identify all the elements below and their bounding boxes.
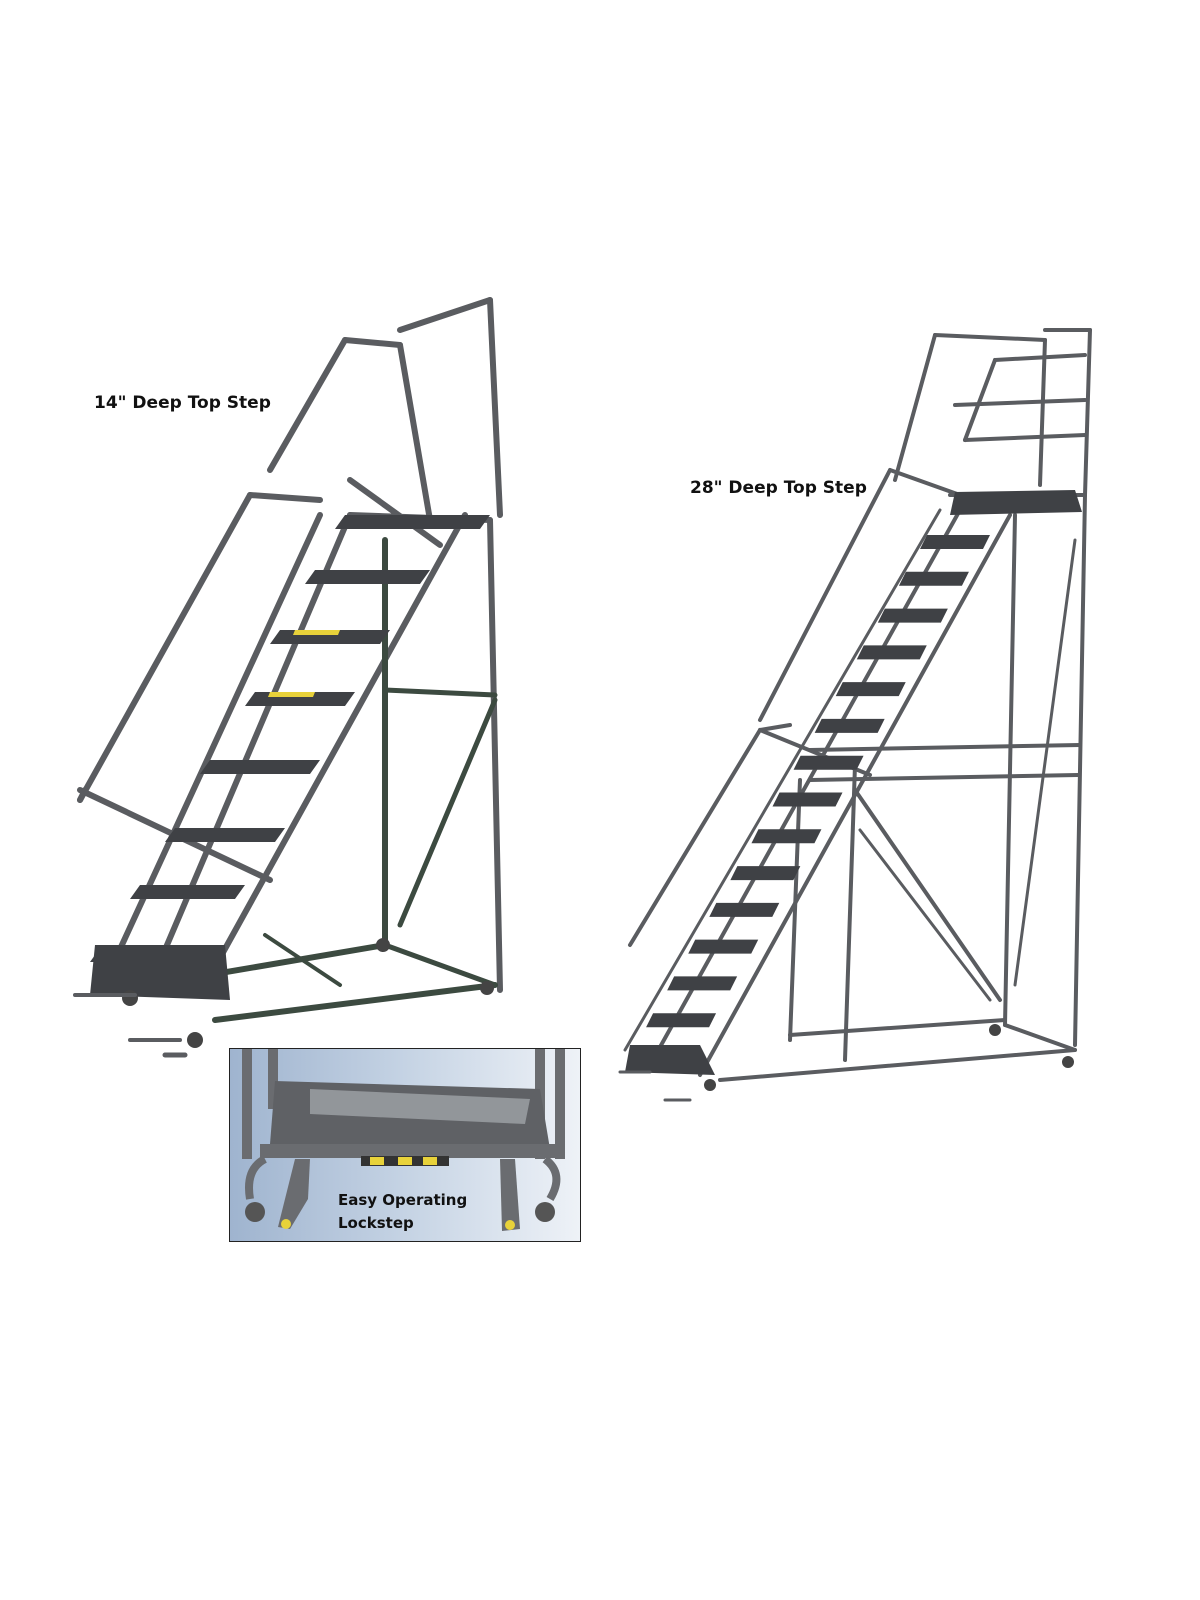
ladder-tube — [487, 517, 503, 993]
ladder-step — [688, 939, 759, 954]
ladder-step — [709, 902, 780, 917]
ladder-tube — [963, 433, 1087, 442]
lockstep-base — [90, 945, 230, 1000]
ladder-tube — [623, 508, 942, 1052]
caster-wheel — [480, 981, 494, 995]
ladder-tube — [648, 508, 962, 1067]
caster-wheel — [1062, 1056, 1074, 1068]
right-ladder-label: 28" Deep Top Step — [690, 478, 867, 498]
ladder-tube — [993, 353, 1087, 362]
ladder-step — [165, 828, 285, 842]
ladder-step — [646, 1013, 717, 1028]
ladder-step — [793, 755, 864, 770]
caption-line-2: Lockstep — [338, 1214, 414, 1232]
ladder-tube — [202, 512, 468, 988]
ladder-tube — [788, 778, 802, 1042]
ladder-tube — [808, 743, 1082, 752]
ladder-tube — [397, 297, 493, 333]
caster-wheel — [376, 938, 390, 952]
ladder-tube — [843, 763, 857, 1062]
ladder-tube — [147, 512, 353, 988]
ladder-tube — [1073, 493, 1087, 1047]
ladder-tube — [1003, 1023, 1077, 1052]
ladder-tube — [212, 982, 498, 1023]
ladder-tube — [1013, 538, 1077, 987]
ladder-tube — [758, 723, 792, 732]
ladder-tube — [77, 492, 253, 803]
ladder-tube — [1003, 513, 1017, 1027]
ladder-tube — [808, 773, 1080, 782]
ladder-step — [898, 571, 969, 586]
caption-line-1: Easy Operating — [338, 1191, 468, 1209]
left-ladder-label: 14" Deep Top Step — [94, 393, 271, 413]
safety-label — [268, 692, 315, 697]
lockstep-caption: Easy Operating Lockstep — [338, 1189, 467, 1235]
ladder-step — [305, 570, 430, 584]
lockstep-inset-photo: Easy Operating Lockstep — [229, 1048, 581, 1242]
ladder-tube — [397, 697, 498, 928]
ladder-step — [877, 608, 948, 623]
ladder-tube — [888, 468, 962, 497]
lockstep-base — [625, 1045, 715, 1075]
ladder-tube — [758, 468, 892, 722]
ladder-step — [751, 829, 822, 844]
ladder-tube — [893, 333, 937, 482]
ladder-tube — [853, 788, 1002, 1002]
caster-wheel — [187, 1032, 203, 1048]
lockstep-illustration — [242, 1049, 565, 1231]
ladder-tube — [1083, 328, 1092, 497]
ladder-tube — [487, 297, 503, 518]
ladder-step — [814, 718, 885, 733]
ladder-tube — [247, 492, 323, 503]
ladder-tube — [267, 337, 348, 473]
ladder-step — [130, 885, 245, 899]
ladder-tube — [263, 933, 342, 987]
ladder-tube — [347, 477, 443, 548]
safety-label — [293, 630, 340, 635]
ladder-step — [667, 976, 738, 991]
ladder-tube — [933, 333, 1047, 342]
ladder-step — [835, 682, 906, 697]
ladder-tube — [342, 337, 403, 348]
ladder-step — [730, 866, 801, 881]
ladder-tube — [382, 687, 498, 698]
ladder-tube — [1038, 338, 1047, 487]
ladder-tube — [718, 1048, 1077, 1082]
ladder-step — [200, 760, 320, 774]
ladder-tube — [788, 1018, 1007, 1037]
ladder-tube — [963, 358, 997, 442]
top-platform — [950, 490, 1082, 515]
ladder-step — [920, 535, 990, 549]
ladder-step — [772, 792, 843, 807]
ladder-tube — [953, 398, 1087, 407]
ladder-step — [856, 645, 927, 660]
caster-wheel — [704, 1079, 716, 1091]
caster-wheel — [989, 1024, 1001, 1036]
ladder-step — [335, 515, 490, 529]
ladder-tube — [397, 342, 433, 523]
ladder-tube — [858, 828, 992, 1002]
ladder-tube — [382, 942, 498, 988]
ladder-tube — [628, 728, 762, 947]
